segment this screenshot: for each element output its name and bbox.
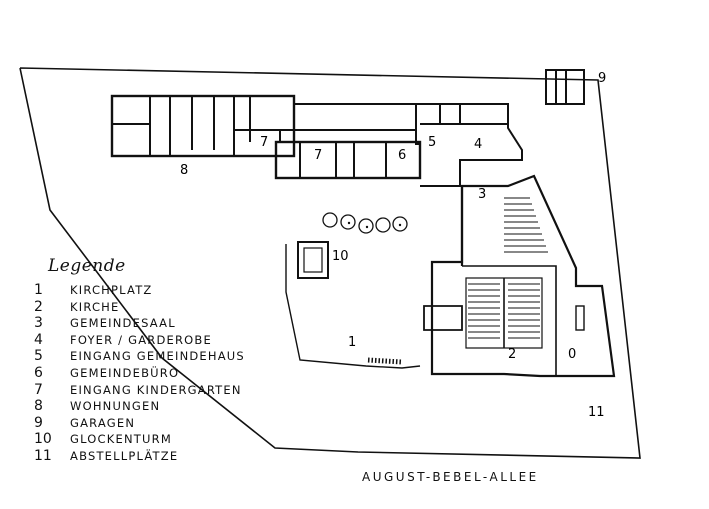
marker-8: 8 (180, 163, 188, 178)
legend-number: 1 (34, 282, 43, 298)
entry-steps (367, 357, 403, 365)
legend-label: KIRCHE (70, 299, 120, 314)
legend: Legende 1 KIRCHPLATZ 2 KIRCHE 3 GEMEINDESAA… (34, 256, 245, 465)
marker-1: 1 (348, 335, 356, 350)
legend-item: 3 GEMEINDESAAL (34, 315, 245, 332)
legend-label: GEMEINDEBÜRO (70, 365, 180, 380)
legend-label: GEMEINDESAAL (70, 316, 176, 331)
legend-label: GLOCKENTURM (70, 432, 172, 447)
marker-9: 9 (598, 71, 606, 86)
legend-label: KIRCHPLATZ (70, 283, 153, 297)
legend-label: EINGANG KINDERGARTEN (70, 382, 242, 397)
legend-number: 2 (34, 298, 43, 315)
legend-item: 5 EINGANG GEMEINDEHAUS (34, 348, 245, 365)
legend-label: EINGANG GEMEINDEHAUS (70, 349, 245, 364)
church-pews (468, 283, 540, 339)
hall-seating (504, 197, 548, 253)
legend-number: 4 (34, 331, 43, 348)
legend-number: 6 (34, 364, 43, 381)
legend-number: 11 (34, 447, 52, 464)
marker-7-kindergarten: 7 (260, 135, 268, 150)
marker-10: 10 (332, 249, 349, 264)
marker-7-hall: 7 (314, 148, 322, 163)
marker-0: 0 (568, 347, 576, 362)
legend-item: 6 GEMEINDEBÜRO (34, 365, 245, 382)
residential-wing (110, 94, 523, 187)
legend-number: 8 (34, 398, 43, 415)
site-boundary (19, 67, 641, 459)
legend-item: 10 GLOCKENTURM (34, 431, 245, 448)
marker-11: 11 (588, 405, 605, 420)
marker-5: 5 (428, 135, 436, 150)
legend-number: 5 (34, 348, 43, 365)
legend-number: 7 (34, 381, 43, 398)
legend-item: 8 WOHNUNGEN (34, 398, 245, 415)
legend-number: 10 (34, 431, 52, 448)
legend-number: 3 (34, 315, 43, 332)
legend-item: 4 FOYER / GARDEROBE (34, 332, 245, 349)
marker-2: 2 (508, 347, 516, 362)
garages (545, 69, 585, 105)
forecourt-boundary (285, 244, 421, 369)
legend-label: ABSTELLPLÄTZE (70, 448, 179, 463)
marker-3: 3 (478, 187, 486, 202)
legend-item: 2 KIRCHE (34, 299, 245, 316)
marker-4: 4 (474, 137, 482, 152)
legend-label: WOHNUNGEN (70, 399, 161, 414)
legend-label: GARAGEN (70, 415, 136, 430)
legend-number: 9 (34, 414, 43, 431)
trees (322, 212, 408, 234)
bell-tower (297, 241, 329, 279)
legend-item: 1 KIRCHPLATZ (34, 282, 245, 299)
church (423, 174, 616, 378)
street-name: AUGUST-BEBEL-ALLEE (362, 470, 539, 484)
legend-title: Legende (48, 256, 126, 276)
legend-item: 7 EINGANG KINDERGARTEN (34, 382, 245, 399)
legend-item: 9 GARAGEN (34, 415, 245, 432)
marker-6: 6 (398, 148, 406, 163)
legend-item: 11 ABSTELLPLÄTZE (34, 448, 245, 465)
legend-label: FOYER / GARDEROBE (70, 332, 212, 347)
